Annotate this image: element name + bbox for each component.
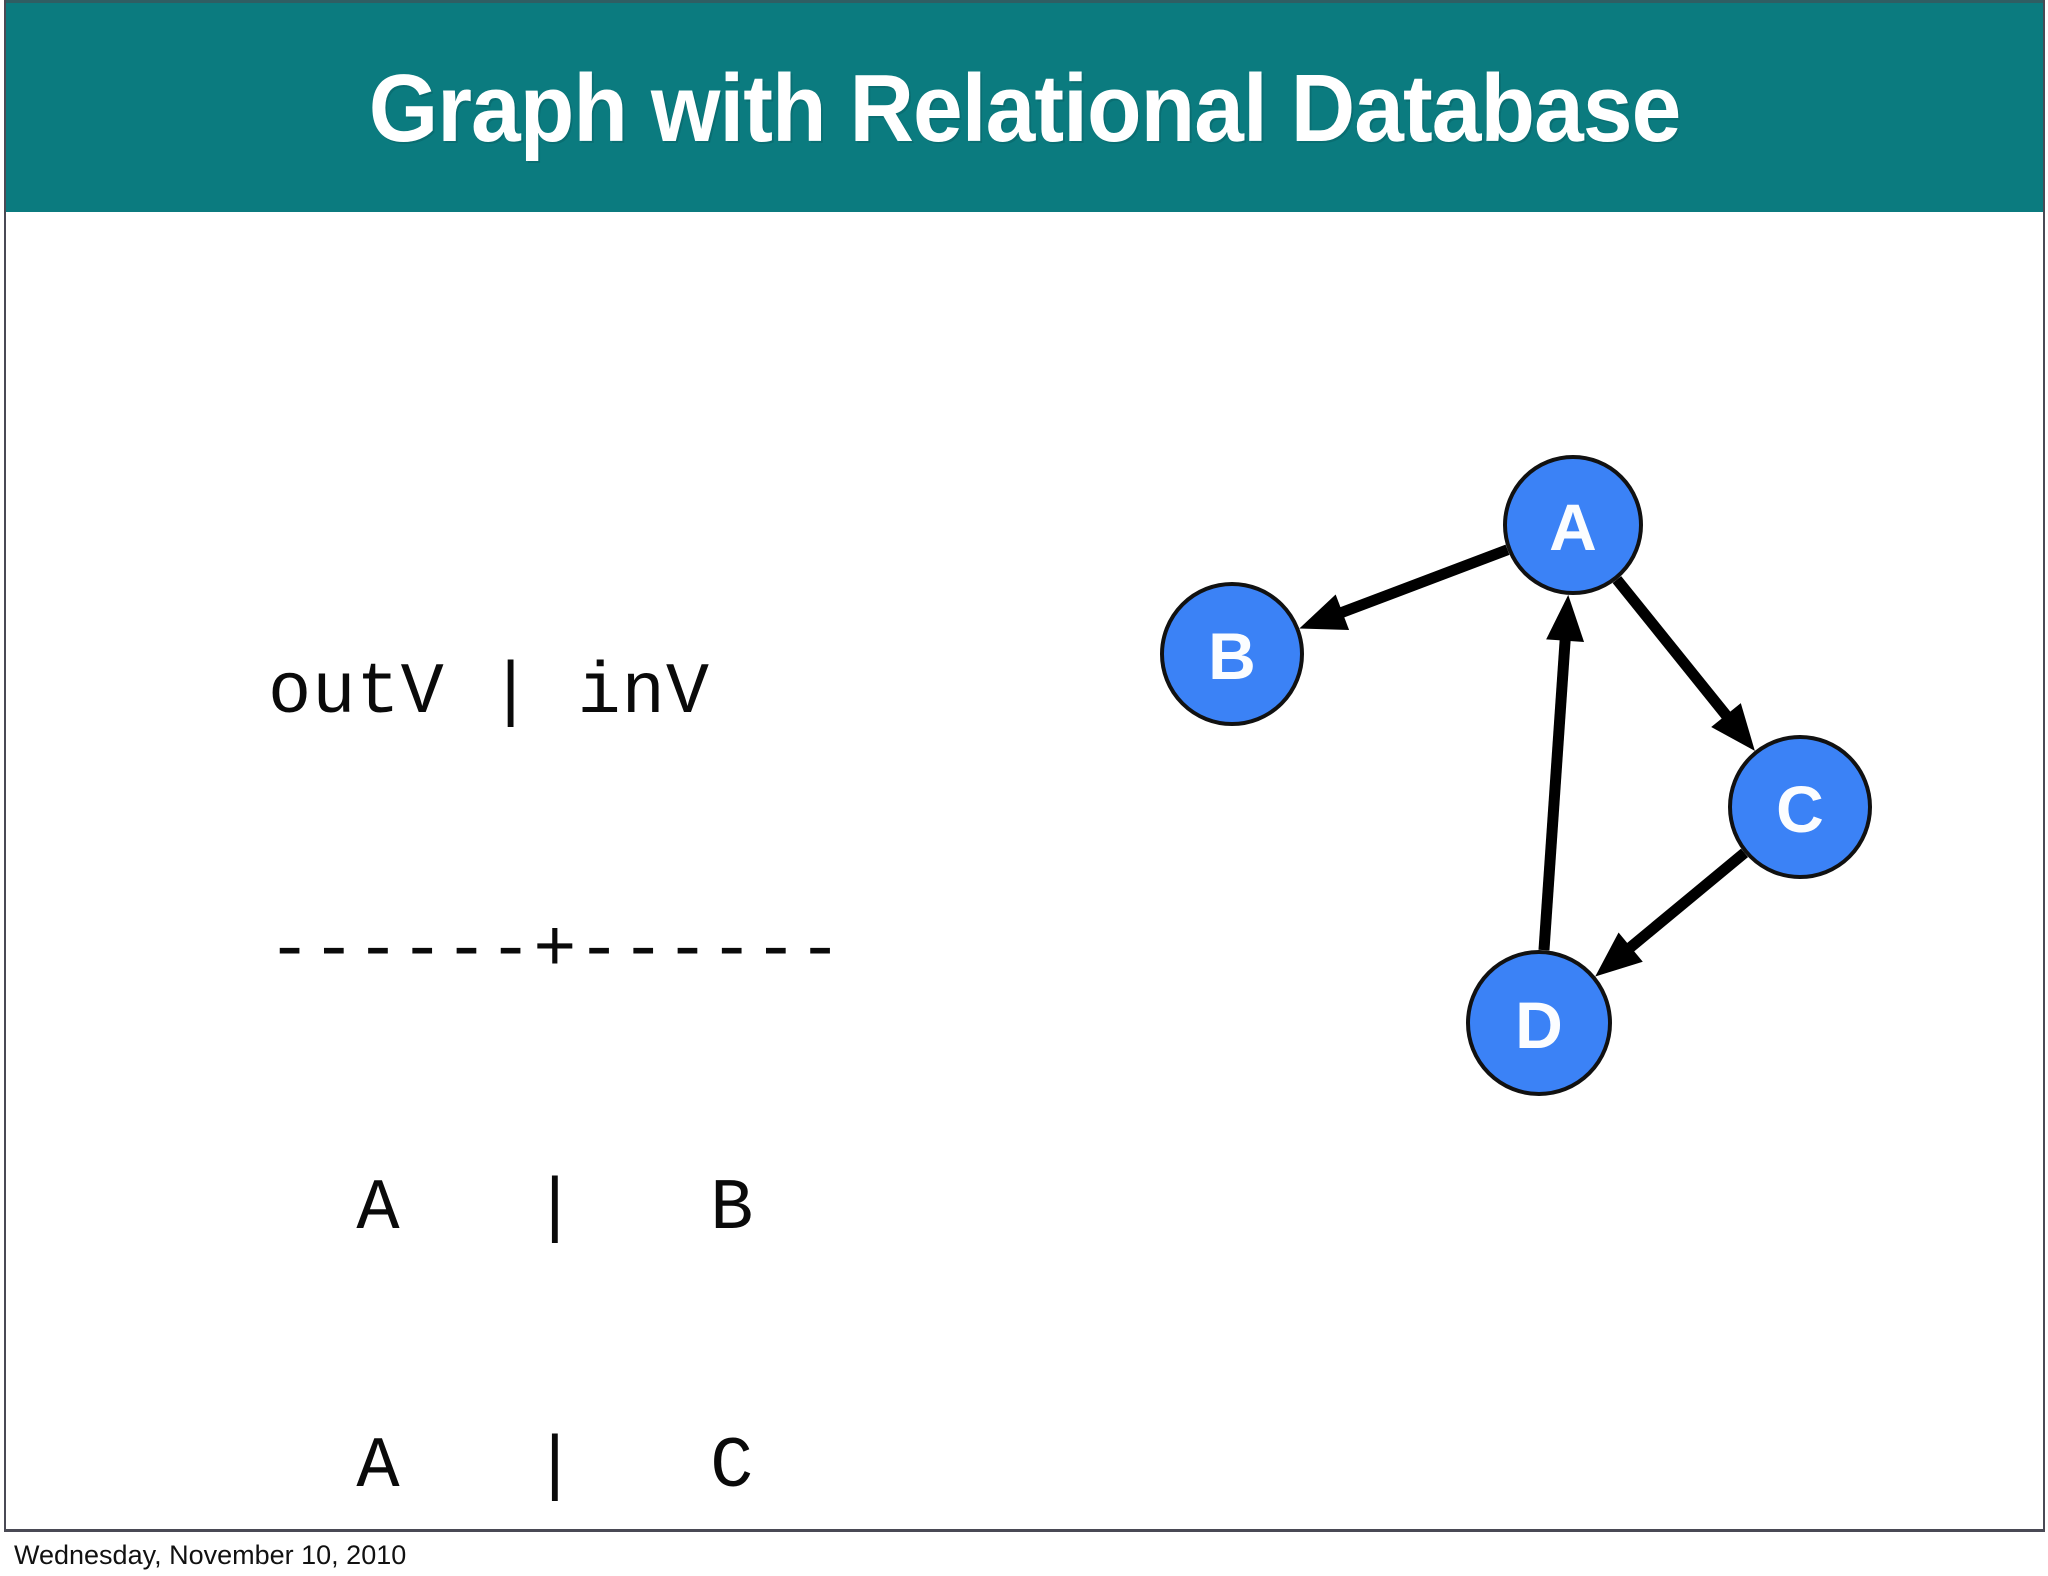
graph-edge-a-to-c (1612, 576, 1735, 724)
node-circle-a (1503, 455, 1643, 595)
node-label-c: C (1776, 772, 1824, 846)
node-circle-b (1160, 582, 1304, 726)
graph-node-d[interactable]: D (1466, 950, 1612, 1096)
slide-canvas: Graph with Relational Database outV | in… (4, 0, 2045, 1532)
graph-edge-c-to-d (1622, 848, 1749, 956)
edge-table-header: outV | inV (268, 652, 711, 734)
slide-title-bar: Graph with Relational Database (6, 0, 2043, 212)
node-label-a: A (1549, 490, 1597, 564)
arrowhead-icon (1711, 703, 1755, 751)
table-row: A | B (268, 1168, 755, 1250)
graph-nodes-layer: A B C D (1160, 455, 1872, 1096)
node-circle-d (1466, 950, 1612, 1096)
graph-node-a[interactable]: A (1503, 455, 1643, 595)
graph-node-c[interactable]: C (1728, 735, 1872, 879)
node-label-b: B (1208, 619, 1256, 693)
node-circle-c (1728, 735, 1872, 879)
graph-edge-a-to-b (1334, 544, 1510, 620)
arrowhead-icon (1546, 594, 1585, 643)
graph-edge-d-to-a (1538, 634, 1571, 951)
table-row: A | C (268, 1426, 755, 1508)
graph-node-b[interactable]: B (1160, 582, 1304, 726)
slide-title: Graph with Relational Database (368, 55, 1682, 162)
arrowhead-icon (1595, 932, 1643, 977)
graph-edges-layer (1299, 544, 1755, 977)
edge-table-ascii: outV | inV ------+------ A | B A | C C |… (268, 478, 843, 1529)
graph-diagram: A B C D (1086, 380, 1986, 1140)
node-label-d: D (1515, 988, 1563, 1062)
slide-footer-date: Wednesday, November 10, 2010 (14, 1540, 407, 1570)
arrowhead-icon (1299, 594, 1350, 631)
edge-table-separator: ------+------ (268, 910, 843, 992)
